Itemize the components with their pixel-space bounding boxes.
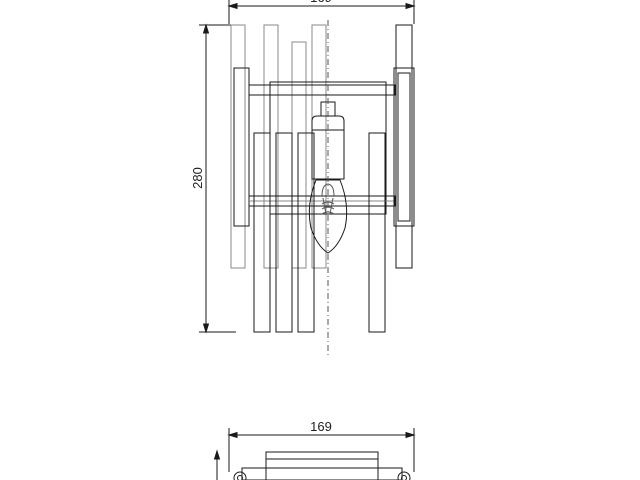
front-view: [199, 20, 415, 355]
height-label: 280: [190, 167, 205, 189]
plan-view: [213, 449, 411, 480]
top-width-dimension: [227, 0, 416, 24]
plan-width-dimension: [227, 428, 416, 472]
top-width-label: 169: [310, 0, 332, 5]
plan-width-label: 169: [310, 419, 332, 434]
front-glass-blades: [253, 132, 386, 333]
wall-mount-right: [393, 24, 415, 269]
back-plate-left: [233, 67, 250, 227]
height-dimension: [199, 23, 236, 334]
